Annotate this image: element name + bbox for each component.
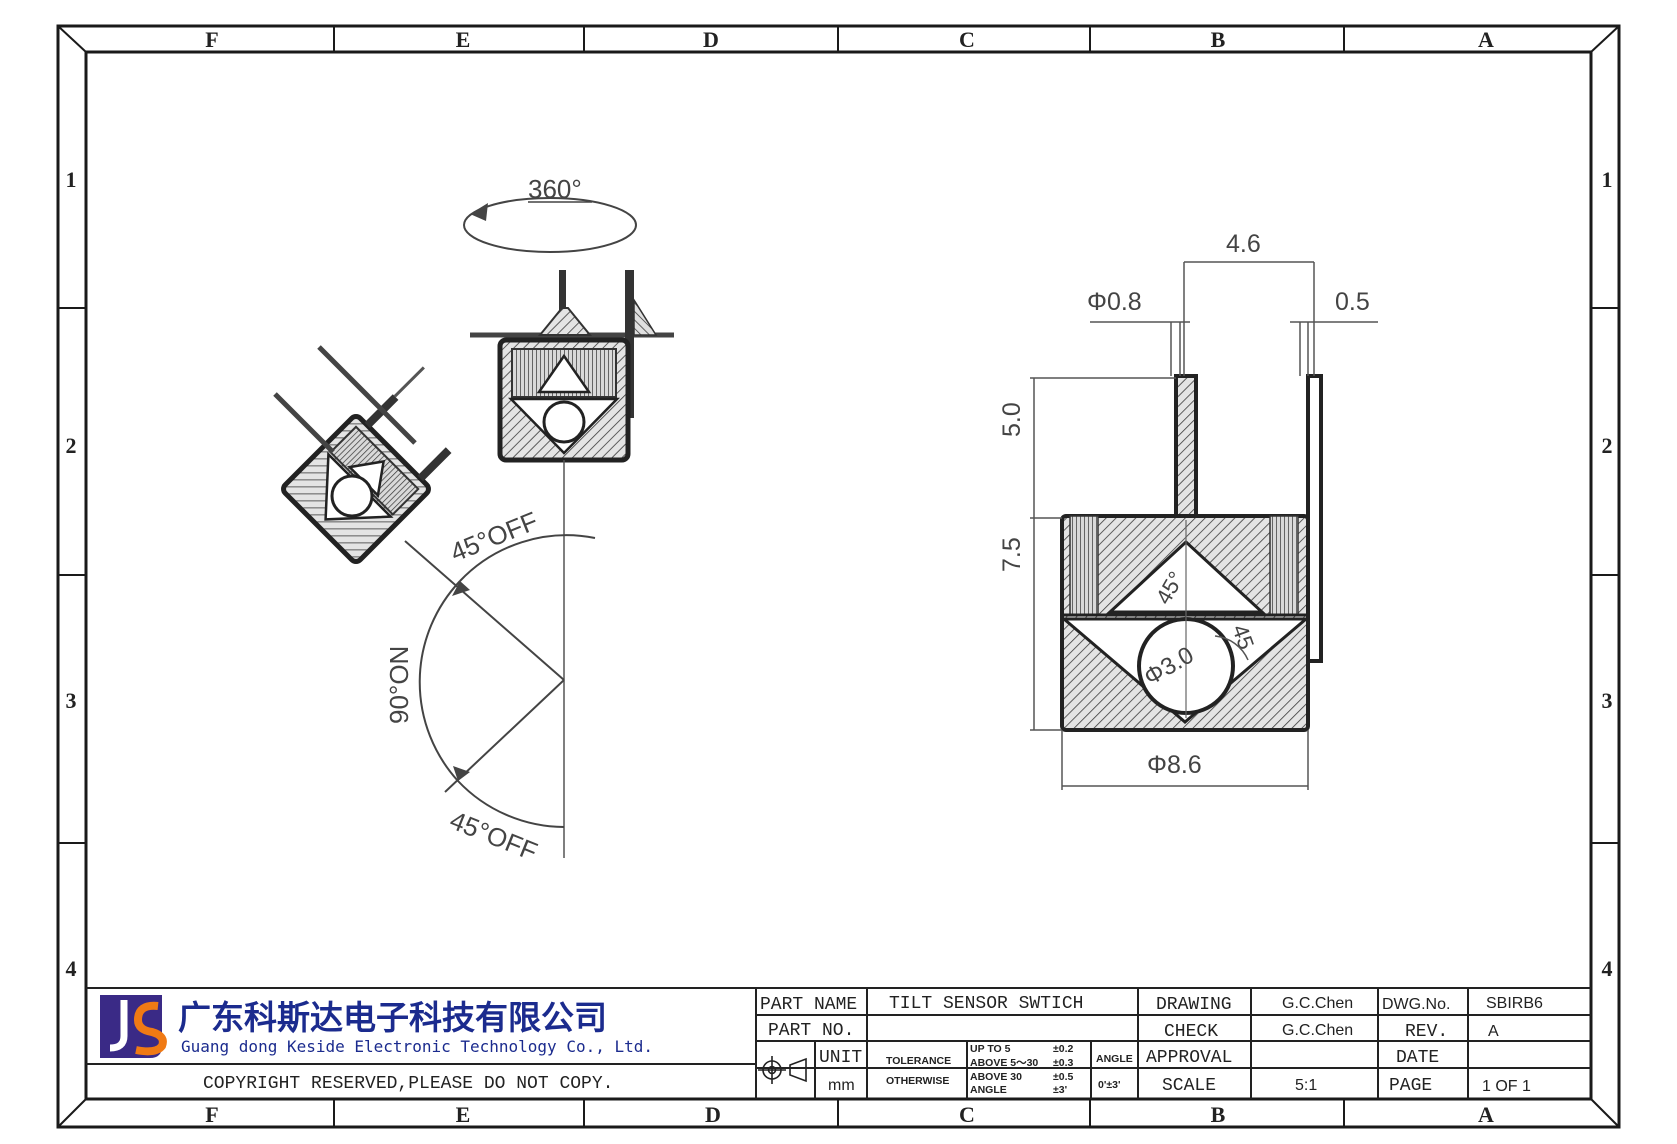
zone-top-f: F — [205, 27, 218, 52]
rev-label: REV. — [1405, 1022, 1448, 1042]
column-zone-labels: F E D C B A F E D C B A — [205, 27, 1494, 1127]
zone-left-1: 1 — [66, 167, 77, 192]
rev-value: A — [1488, 1023, 1499, 1040]
tilt-operation-view: 360° — [273, 174, 674, 867]
zone-right-4: 4 — [1602, 956, 1613, 981]
tol-row4-value: ±3' — [1053, 1084, 1067, 1096]
body-height-label: 7.5 — [998, 537, 1026, 572]
zone-right-2: 2 — [1602, 433, 1613, 458]
zone-top-d: D — [703, 27, 719, 52]
dimensioned-section-view: Φ0.8 0.5 4.6 5.0 7.5 Φ8.6 45° Φ3.0 45 — [998, 230, 1378, 790]
zone-right-1: 1 — [1602, 167, 1613, 192]
zone-bottom-b: B — [1211, 1102, 1226, 1127]
drawing-label: DRAWING — [1156, 995, 1232, 1015]
check-value: G.C.Chen — [1282, 1022, 1353, 1039]
tolerance-label: TOLERANCE — [886, 1055, 951, 1067]
tol-row1-label: UP TO 5 — [970, 1043, 1011, 1055]
drawing-value: G.C.Chen — [1282, 995, 1353, 1012]
pin-height-label: 5.0 — [998, 402, 1026, 437]
check-label: CHECK — [1164, 1022, 1218, 1042]
zone-left-2: 2 — [66, 433, 77, 458]
zone-top-e: E — [456, 27, 471, 52]
pin-diameter-label: Φ0.8 — [1087, 288, 1142, 316]
drawing-frame — [56, 24, 1621, 1129]
zone-top-b: B — [1211, 27, 1226, 52]
tol-row1-value: ±0.2 — [1053, 1043, 1074, 1055]
tol-row2-value: ±0.3 — [1053, 1057, 1074, 1069]
tol-row2-label: ABOVE 5～30 — [970, 1057, 1038, 1069]
scale-value: 5:1 — [1295, 1077, 1317, 1094]
rotation-label: 360° — [528, 174, 582, 204]
title-block: 广东科斯达电子科技有限公司 Guang dong Keside Electron… — [86, 987, 1591, 1099]
tol-row3-value: ±0.5 — [1053, 1071, 1074, 1083]
part-name-label: PART NAME — [760, 995, 857, 1015]
row-zone-labels: 1 2 3 4 1 2 3 4 — [66, 167, 1613, 981]
tol-row3-label: ABOVE 30 — [970, 1071, 1022, 1083]
zone-left-3: 3 — [66, 688, 77, 713]
projection-symbol-icon — [758, 1056, 807, 1084]
pin-thickness-label: 0.5 — [1335, 288, 1370, 316]
off-angle-top-label: 45°OFF — [446, 506, 542, 568]
zone-bottom-d: D — [705, 1102, 721, 1127]
zone-top-a: A — [1478, 27, 1494, 52]
company-name-cn: 广东科斯达电子科技有限公司 — [178, 998, 607, 1037]
copyright-notice: COPYRIGHT RESERVED,PLEASE DO NOT COPY. — [203, 1074, 613, 1094]
company-logo — [100, 995, 167, 1058]
page-value: 1 OF 1 — [1482, 1078, 1531, 1095]
part-name-value: TILT SENSOR SWTICH — [889, 994, 1083, 1014]
angle-label: ANGLE — [1096, 1053, 1133, 1065]
tilted-sensor — [281, 366, 452, 564]
date-label: DATE — [1396, 1048, 1439, 1068]
company-name-en: Guang dong Keside Electronic Technology … — [181, 1037, 653, 1056]
zone-right-3: 3 — [1602, 688, 1613, 713]
part-no-label: PART NO. — [768, 1021, 854, 1041]
dwg-no-label: DWG.No. — [1382, 996, 1450, 1013]
tol-row4-label: ANGLE — [970, 1084, 1007, 1096]
zone-bottom-e: E — [456, 1102, 471, 1127]
page-label: PAGE — [1389, 1076, 1432, 1096]
otherwise-label: OTHERWISE — [886, 1075, 949, 1087]
zone-bottom-a: A — [1478, 1102, 1494, 1127]
zone-bottom-c: C — [959, 1102, 975, 1127]
upright-sensor — [470, 270, 674, 858]
pin-spacing-label: 4.6 — [1226, 230, 1261, 258]
on-angle-label: 90°ON — [384, 646, 414, 724]
unit-label: UNIT — [819, 1048, 862, 1068]
dwg-no-value: SBIRB6 — [1486, 995, 1543, 1012]
zone-top-c: C — [959, 27, 975, 52]
angle-value: 0'±3' — [1098, 1079, 1120, 1091]
zone-left-4: 4 — [66, 956, 77, 981]
off-angle-bottom-label: 45°OFF — [446, 805, 542, 867]
scale-label: SCALE — [1162, 1076, 1216, 1096]
approval-label: APPROVAL — [1146, 1048, 1232, 1068]
zone-bottom-f: F — [205, 1102, 218, 1127]
unit-value: mm — [828, 1077, 855, 1094]
body-diameter-label: Φ8.6 — [1147, 751, 1202, 779]
